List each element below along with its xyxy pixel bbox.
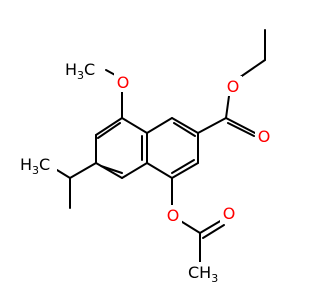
ester-o-double-label: O xyxy=(258,127,271,146)
bond xyxy=(121,117,148,134)
bond xyxy=(95,117,123,136)
methoxy-ch3-label: H3C xyxy=(65,60,95,82)
acetoxy-o-single-label: O xyxy=(167,206,180,225)
bond xyxy=(227,122,255,137)
bond xyxy=(171,159,195,174)
bond xyxy=(56,169,71,179)
bond xyxy=(146,162,173,179)
bond xyxy=(197,117,227,134)
methoxy-o-label: O xyxy=(117,73,130,92)
bond xyxy=(171,117,199,134)
bond xyxy=(171,162,199,179)
bond xyxy=(202,224,225,239)
bond xyxy=(121,162,148,179)
atom-labels: H3C O O O H3C O O CH3 xyxy=(17,59,273,285)
chemical-structure-diagram: H3C O O O H3C O O CH3 xyxy=(17,29,273,285)
bond xyxy=(178,219,201,234)
bond xyxy=(146,117,173,134)
structure-canvas: H3C O O O H3C O O CH3 xyxy=(17,29,273,285)
bond xyxy=(95,162,123,179)
acetoxy-ch3-label: CH3 xyxy=(188,263,218,285)
bond xyxy=(225,95,230,119)
bond xyxy=(225,117,256,134)
bond xyxy=(100,165,123,174)
bonds xyxy=(56,29,266,263)
bond xyxy=(69,162,97,179)
isopropyl-ch3-label: H3C xyxy=(20,155,50,177)
bond xyxy=(97,122,121,139)
acetoxy-o-double-label: O xyxy=(223,204,236,223)
ester-o-single-label: O xyxy=(227,77,240,96)
bond xyxy=(199,219,223,234)
bond xyxy=(173,122,196,137)
